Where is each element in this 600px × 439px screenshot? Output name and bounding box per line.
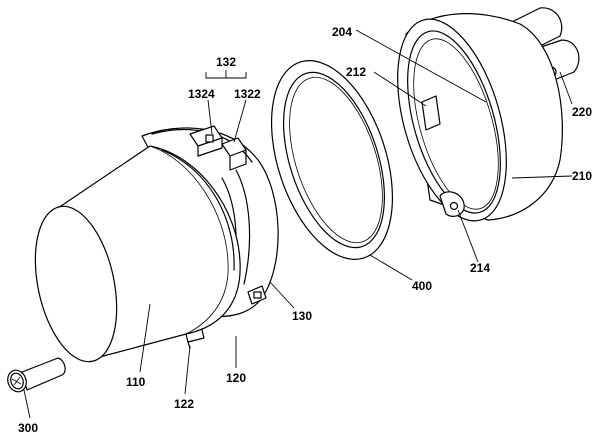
seal-ring-400 bbox=[270, 60, 394, 260]
main-body-assembly bbox=[34, 125, 279, 363]
label-300: 300 bbox=[18, 421, 38, 435]
label-110: 110 bbox=[126, 375, 146, 389]
leader-lines bbox=[23, 29, 573, 419]
label-1324: 1324 bbox=[188, 87, 215, 101]
label-120: 120 bbox=[226, 371, 246, 385]
label-214: 214 bbox=[470, 261, 490, 275]
reference-labels: 132 1324 1322 204 212 220 210 214 400 13… bbox=[18, 25, 592, 435]
label-132: 132 bbox=[216, 55, 236, 69]
screw-300 bbox=[7, 357, 66, 393]
label-400: 400 bbox=[412, 279, 432, 293]
label-122: 122 bbox=[174, 397, 194, 411]
label-210: 210 bbox=[572, 169, 592, 183]
label-204: 204 bbox=[332, 25, 352, 39]
label-220: 220 bbox=[572, 105, 592, 119]
label-130: 130 bbox=[292, 309, 312, 323]
label-212: 212 bbox=[346, 65, 366, 79]
cap-housing-210 bbox=[397, 7, 580, 222]
label-1322: 1322 bbox=[234, 87, 261, 101]
